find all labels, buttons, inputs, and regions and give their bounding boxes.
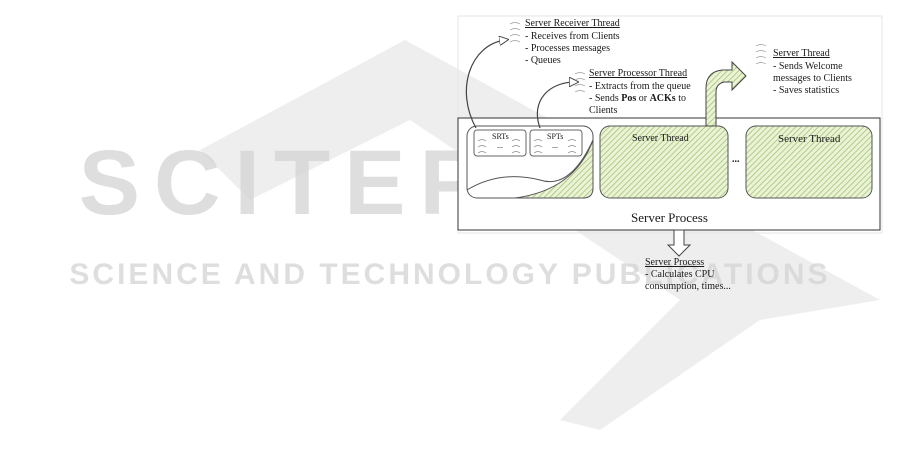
- server-process-label: Server Process: [631, 210, 708, 225]
- processor-arrow: [536, 82, 575, 129]
- srts-label: SRTs: [492, 132, 509, 141]
- process-note-title: Server Process: [645, 257, 705, 268]
- server-thread-box-a: [599, 125, 729, 199]
- threads-ellipsis: ...: [732, 154, 740, 165]
- curl-line: [466, 139, 594, 191]
- server-thread-label-a: Server Thread: [632, 133, 689, 144]
- watermark-swoosh: [200, 40, 880, 430]
- srts-box: [473, 129, 527, 157]
- thread-note-line-2: messages to Clients: [773, 73, 852, 84]
- processor-line-2-prefix: - Sends: [589, 93, 622, 104]
- processor-line-2-pos: Pos: [621, 93, 637, 104]
- server-thread-label-b: Server Thread: [778, 133, 841, 145]
- curl-fill: [514, 139, 594, 199]
- spts-label: SPTs: [547, 132, 564, 141]
- thread-note-title: Server Thread: [773, 48, 830, 59]
- thread-block-arrow: [705, 60, 747, 127]
- thread-note-line-1: - Sends Welcome: [773, 61, 843, 72]
- processor-line-2-mid: or: [636, 93, 650, 104]
- processor-line-3: Clients: [589, 105, 618, 116]
- processor-line-2-acks: ACKs: [649, 93, 676, 104]
- watermark-subtitle: SCIENCE AND TECHNOLOGY PUBLICATIONS: [69, 258, 830, 291]
- spts-dots: ...: [552, 141, 558, 150]
- processor-line-2-suffix: to: [675, 93, 686, 104]
- process-note-line-1: - Calculates CPU: [645, 269, 715, 280]
- note-waves: [509, 22, 767, 93]
- spts-waves: [533, 139, 577, 154]
- process-down-arrow: [666, 229, 692, 257]
- srts-waves: [477, 139, 521, 154]
- server-thread-box-b: [745, 125, 873, 199]
- receiver-arrow: [465, 40, 505, 129]
- srts-dots: ...: [497, 141, 503, 150]
- receiver-title: Server Receiver Thread: [525, 18, 620, 29]
- receiver-line-2: - Processes messages: [525, 43, 610, 54]
- thread-note-line-3: - Saves statistics: [773, 85, 840, 96]
- processor-title: Server Processor Thread: [589, 68, 688, 79]
- processor-line-1: - Extracts from the queue: [589, 81, 691, 92]
- receiver-line-1: - Receives from Clients: [525, 31, 620, 42]
- processor-line-2: - Sends Pos or ACKs to: [589, 93, 686, 105]
- process-note-line-2: consumption, times...: [645, 281, 731, 292]
- receiver-line-3: - Queues: [525, 55, 561, 66]
- spts-box: [529, 129, 583, 157]
